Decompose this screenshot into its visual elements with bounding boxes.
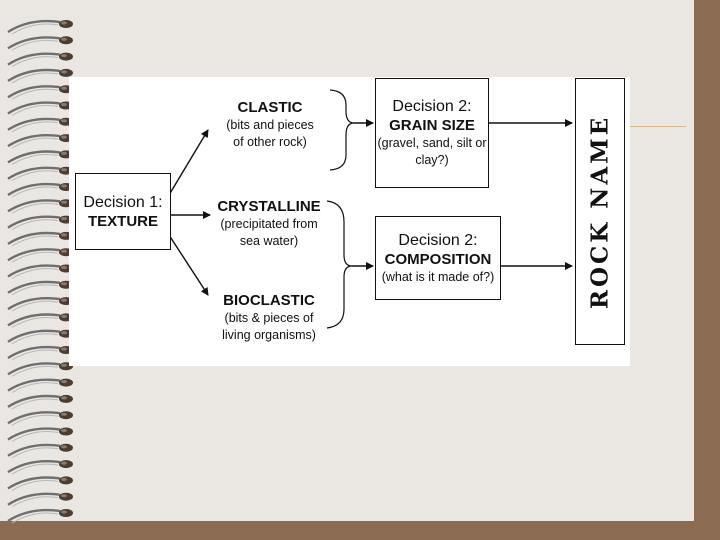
spiral-ring xyxy=(7,329,73,345)
spiral-ring xyxy=(7,117,73,133)
spiral-ring xyxy=(7,427,73,442)
spiral-ring xyxy=(7,394,73,410)
texture-crystalline-desc-1: (precipitated from xyxy=(220,217,318,231)
texture-clastic: CLASTIC (bits and pieces of other rock) xyxy=(210,98,330,151)
spiral-ring xyxy=(7,411,73,426)
texture-bioclastic-name: BIOCLASTIC xyxy=(223,292,315,309)
spiral-binding xyxy=(7,19,73,524)
spiral-ring xyxy=(7,52,73,68)
texture-bioclastic: BIOCLASTIC (bits & pieces of living orga… xyxy=(210,291,328,344)
decision1-name: TEXTURE xyxy=(87,212,158,230)
decision1-box: Decision 1: TEXTURE xyxy=(75,173,171,250)
grain-size-desc-2: clay?) xyxy=(415,153,449,167)
texture-clastic-name: CLASTIC xyxy=(237,99,303,116)
grain-size-title: Decision 2: xyxy=(392,98,472,115)
spiral-ring xyxy=(7,166,73,182)
flowchart-diagram: Decision 1: TEXTURE CLASTIC (bits and pi… xyxy=(69,77,630,366)
texture-bioclastic-desc-2: living organisms) xyxy=(222,328,316,342)
brace-crystalline-bioclastic xyxy=(326,200,353,329)
spiral-ring xyxy=(7,101,73,116)
spiral-ring xyxy=(7,378,73,394)
spiral-ring xyxy=(7,248,73,263)
spiral-ring xyxy=(7,231,73,247)
decision2-composition-box: Decision 2: COMPOSITION (what is it made… xyxy=(375,216,501,300)
spiral-ring xyxy=(7,280,73,296)
spiral-ring xyxy=(7,297,73,312)
composition-title: Decision 2: xyxy=(398,231,478,249)
spiral-ring xyxy=(7,134,73,149)
texture-crystalline: CRYSTALLINE (precipitated from sea water… xyxy=(210,197,328,250)
spiral-ring xyxy=(7,68,73,84)
texture-crystalline-name: CRYSTALLINE xyxy=(217,198,321,215)
spiral-ring xyxy=(7,492,73,508)
spiral-ring xyxy=(7,476,73,491)
texture-clastic-desc-1: (bits and pieces xyxy=(226,118,314,132)
arrow-to-bioclastic xyxy=(168,234,209,296)
rock-name-box: ROCK NAME xyxy=(575,78,625,345)
decision2-grain-size-box: Decision 2: GRAIN SIZE (gravel, sand, si… xyxy=(375,78,489,188)
texture-clastic-desc-2: of other rock) xyxy=(233,135,307,149)
spiral-ring xyxy=(7,345,73,361)
grain-size-desc-1: (gravel, sand, silt or xyxy=(377,136,487,150)
spiral-ring xyxy=(7,19,73,35)
composition-name: COMPOSITION xyxy=(384,250,492,268)
spiral-ring xyxy=(7,36,73,51)
brace-clastic xyxy=(329,89,355,171)
spiral-ring xyxy=(7,150,73,165)
slide: Decision 1: TEXTURE CLASTIC (bits and pi… xyxy=(0,0,694,524)
spiral-ring xyxy=(7,460,73,475)
decision1-title: Decision 1: xyxy=(83,193,163,211)
grain-size-name: GRAIN SIZE xyxy=(389,117,475,134)
arrow-to-clastic xyxy=(168,129,209,196)
connector-layer xyxy=(168,89,573,329)
spiral-ring xyxy=(7,313,73,328)
spiral-ring xyxy=(7,85,73,100)
texture-crystalline-desc-2: sea water) xyxy=(239,234,299,248)
spiral-ring xyxy=(7,215,73,231)
accent-line xyxy=(626,126,686,127)
composition-desc: (what is it made of?) xyxy=(381,269,495,284)
spiral-ring xyxy=(7,508,73,524)
spiral-ring xyxy=(7,182,73,198)
rock-name-label: ROCK NAME xyxy=(586,114,614,309)
texture-bioclastic-desc-1: (bits & pieces of xyxy=(224,311,314,325)
spiral-ring xyxy=(7,443,73,459)
spiral-ring xyxy=(7,264,73,279)
spiral-ring xyxy=(7,362,73,377)
spiral-ring xyxy=(7,199,73,214)
